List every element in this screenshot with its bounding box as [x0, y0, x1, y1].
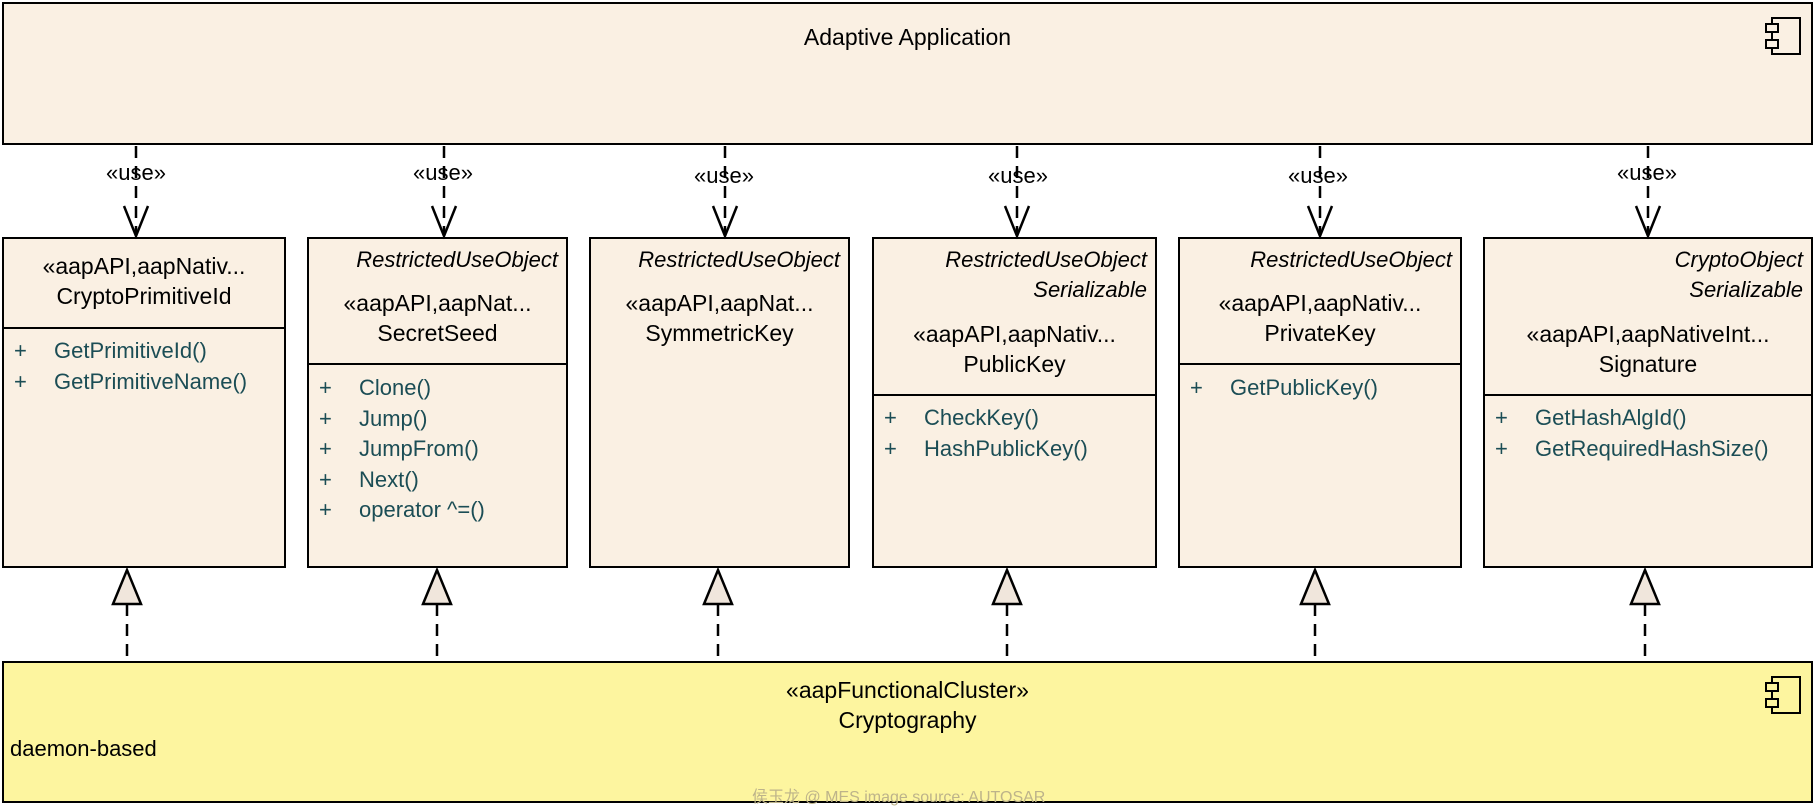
- realization-arrow: [1299, 566, 1331, 661]
- operation-item: + GetHashAlgId(): [1495, 405, 1807, 436]
- class-stereotype: «aapAPI,aapNativ...: [1218, 290, 1422, 316]
- class-public-key[interactable]: RestrictedUseObject Serializable «aapAPI…: [872, 237, 1157, 568]
- operation-item: + Next(): [319, 467, 562, 498]
- operations-list: + Clone() + Jump() + JumpFrom() + Next() + op…: [319, 375, 562, 528]
- component-icon: [1765, 17, 1801, 55]
- class-name: Signature: [1598, 351, 1698, 377]
- class-parent-stereotype: RestrictedUseObject: [638, 247, 840, 272]
- visibility-marker: +: [319, 497, 332, 522]
- class-parent-stereotype: RestrictedUseObject: [945, 247, 1147, 272]
- class-signature[interactable]: CryptoObject Serializable «aapAPI,aapNat…: [1483, 237, 1813, 568]
- class-separator: [874, 394, 1155, 396]
- visibility-marker: +: [319, 375, 332, 400]
- operation-item: + CheckKey(): [884, 405, 1151, 436]
- operations-list: + GetHashAlgId() + GetRequiredHashSize(): [1495, 405, 1807, 466]
- class-parent-stereotype: RestrictedUseObject: [356, 247, 558, 272]
- operation-name: GetPrimitiveName(): [54, 368, 248, 394]
- operation-name: Next(): [359, 466, 419, 492]
- operation-name: Clone(): [359, 375, 432, 400]
- realization-arrow: [111, 566, 143, 661]
- operation-name: GetHashAlgId(): [1535, 405, 1687, 430]
- realization-arrow: [991, 566, 1023, 661]
- operation-name: CheckKey(): [924, 405, 1039, 430]
- use-label: «use»: [988, 163, 1048, 188]
- operation-item: + GetPrimitiveName(): [14, 369, 280, 400]
- operation-item: + JumpFrom(): [319, 436, 562, 467]
- operation-item: + Jump(): [319, 406, 562, 437]
- class-stereotype: «aapAPI,aapNativeInt...: [1526, 321, 1770, 347]
- operations-list: + GetPrimitiveId() + GetPrimitiveName(): [14, 338, 280, 399]
- use-label: «use»: [413, 160, 473, 185]
- class-symmetric-key[interactable]: RestrictedUseObject «aapAPI,aapNat... Sy…: [589, 237, 850, 568]
- cryptography-cluster-component[interactable]: «aapFunctionalCluster» Cryptography daem…: [2, 661, 1813, 803]
- class-parent-stereotype: CryptoObject: [1674, 247, 1803, 272]
- class-separator: [1485, 394, 1811, 396]
- operation-name: HashPublicKey(): [924, 435, 1088, 461]
- cluster-name: Cryptography: [838, 707, 977, 733]
- class-stereotype: «aapAPI,aapNativ...: [42, 253, 246, 279]
- cluster-note: daemon-based: [10, 736, 157, 761]
- use-label: «use»: [694, 163, 754, 188]
- class-private-key[interactable]: RestrictedUseObject «aapAPI,aapNativ... …: [1178, 237, 1462, 568]
- visibility-marker: +: [14, 338, 27, 363]
- class-parent-stereotype: Serializable: [1689, 277, 1803, 302]
- operation-name: Jump(): [359, 405, 428, 431]
- use-dependency: [430, 146, 458, 240]
- class-parent-stereotype: Serializable: [1033, 277, 1147, 302]
- class-name: SymmetricKey: [645, 320, 794, 346]
- operations-list: + GetPublicKey(): [1190, 375, 1456, 406]
- operation-item: + GetPrimitiveId(): [14, 338, 280, 369]
- realization-arrow: [702, 566, 734, 661]
- realization-arrow: [421, 566, 453, 661]
- visibility-marker: +: [1495, 435, 1508, 461]
- class-secret-seed[interactable]: RestrictedUseObject «aapAPI,aapNat... Se…: [307, 237, 568, 568]
- cluster-stereotype: «aapFunctionalCluster»: [786, 677, 1029, 703]
- watermark: 侯玉龙 @ MES image source: AUTOSAR: [752, 789, 1046, 806]
- class-stereotype: «aapAPI,aapNat...: [343, 290, 532, 316]
- class-name: PrivateKey: [1264, 320, 1376, 346]
- class-separator: [309, 363, 566, 365]
- visibility-marker: +: [884, 405, 897, 430]
- operation-name: GetRequiredHashSize(): [1535, 435, 1769, 461]
- use-label: «use»: [1288, 163, 1348, 188]
- class-parent-stereotype: RestrictedUseObject: [1250, 247, 1452, 272]
- use-label: «use»: [1617, 160, 1677, 185]
- class-crypto-primitive-id[interactable]: «aapAPI,aapNativ... CryptoPrimitiveId + G…: [2, 237, 286, 568]
- class-name: SecretSeed: [377, 320, 498, 346]
- class-stereotype: «aapAPI,aapNat...: [625, 290, 814, 316]
- operation-name: GetPrimitiveId(): [54, 338, 207, 363]
- visibility-marker: +: [1190, 375, 1203, 400]
- use-dependency: [711, 146, 739, 240]
- operation-name: operator ^=(): [359, 497, 485, 522]
- visibility-marker: +: [1495, 405, 1508, 430]
- adaptive-application-component[interactable]: Adaptive Application: [2, 2, 1813, 145]
- component-title: Adaptive Application: [803, 24, 1012, 50]
- operation-name: JumpFrom(): [359, 436, 479, 461]
- class-separator: [1180, 363, 1460, 365]
- use-dependency: [1306, 146, 1334, 240]
- component-icon: [1765, 676, 1801, 714]
- operation-item: + HashPublicKey(): [884, 436, 1151, 467]
- class-name: PublicKey: [963, 351, 1066, 377]
- visibility-marker: +: [14, 368, 27, 394]
- visibility-marker: +: [319, 405, 332, 431]
- visibility-marker: +: [319, 466, 332, 492]
- use-dependency: [1003, 146, 1031, 240]
- operation-item: + Clone(): [319, 375, 562, 406]
- operations-list: + CheckKey() + HashPublicKey(): [884, 405, 1151, 466]
- operation-item: + operator ^=(): [319, 497, 562, 528]
- operation-item: + GetRequiredHashSize(): [1495, 436, 1807, 467]
- visibility-marker: +: [884, 435, 897, 461]
- class-separator: [4, 327, 284, 329]
- use-dependency: [1634, 146, 1662, 240]
- use-label: «use»: [106, 160, 166, 185]
- visibility-marker: +: [319, 436, 332, 461]
- use-dependency: [122, 146, 150, 240]
- realization-arrow: [1629, 566, 1661, 661]
- class-name: CryptoPrimitiveId: [56, 283, 232, 309]
- class-stereotype: «aapAPI,aapNativ...: [913, 321, 1116, 347]
- operation-item: + GetPublicKey(): [1190, 375, 1456, 406]
- operation-name: GetPublicKey(): [1230, 375, 1378, 400]
